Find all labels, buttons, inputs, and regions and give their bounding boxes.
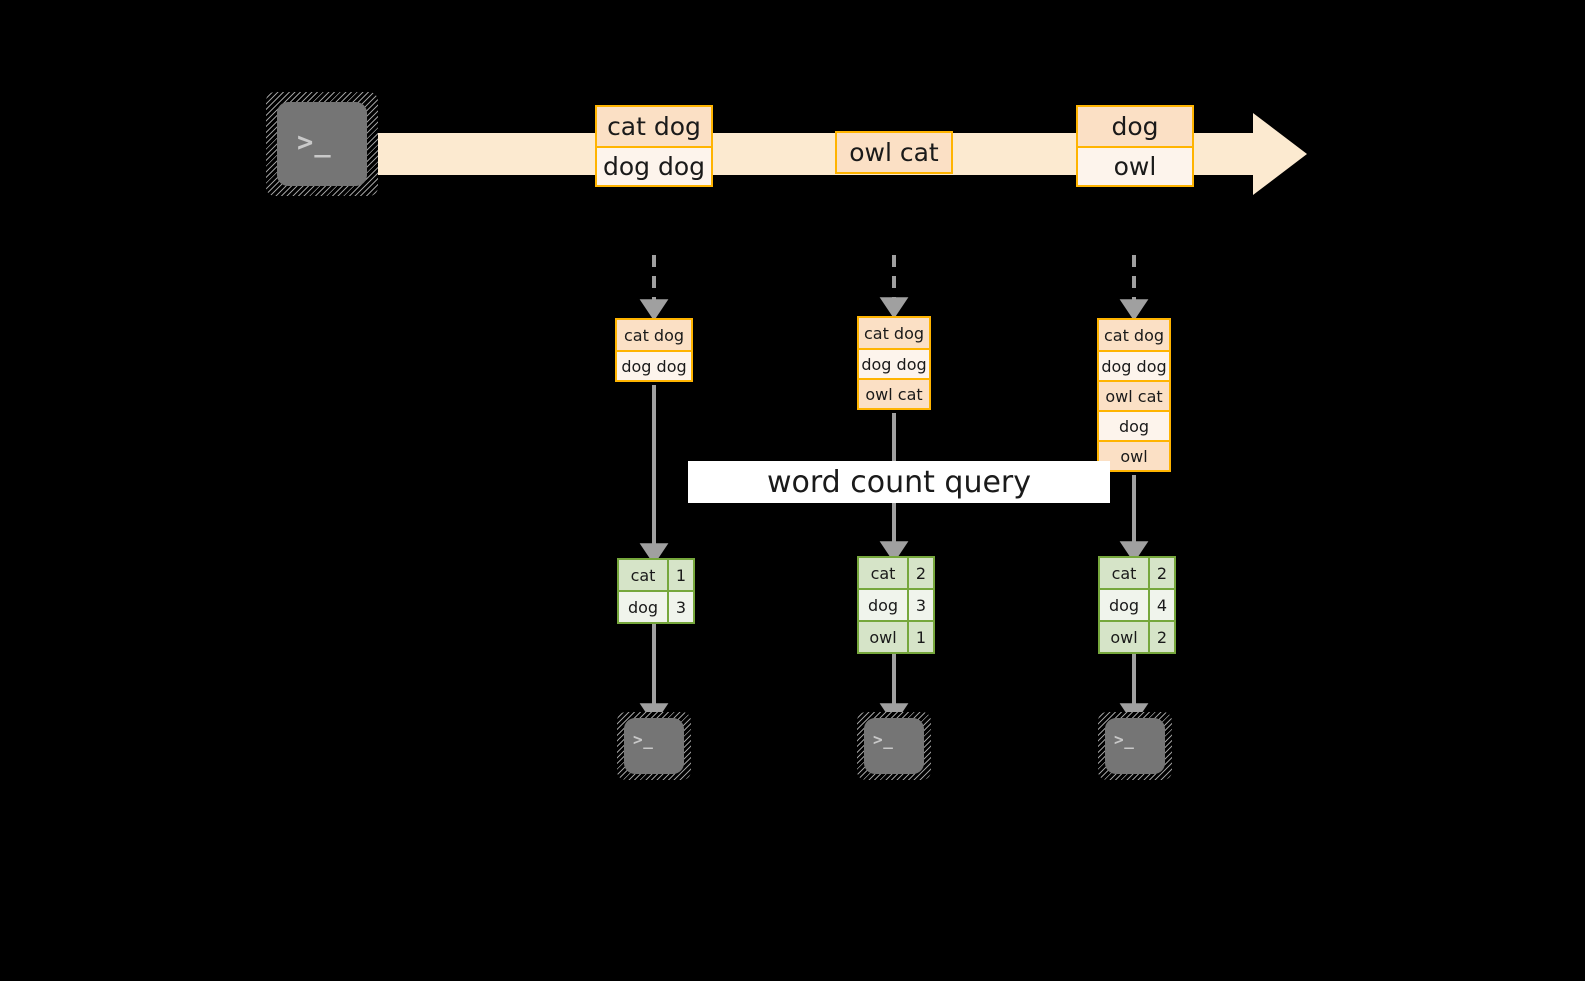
snapshot-1-input-stack[interactable]: cat dog dog dog	[615, 318, 693, 382]
stream-band	[345, 133, 1200, 175]
result-count: 1	[667, 560, 693, 590]
terminal-prompt-glyph: >_	[873, 730, 894, 749]
result-count: 2	[1148, 558, 1174, 588]
snapshot-1-result-table[interactable]: cat 1 dog 3	[617, 558, 695, 624]
result-word: dog	[619, 592, 667, 622]
result-word: cat	[1100, 558, 1148, 588]
snapshot-1-input-line-2: dog dog	[617, 350, 691, 380]
snapshot-3-input-stack[interactable]: cat dog dog dog owl cat dog owl	[1097, 318, 1171, 472]
source-terminal-icon[interactable]: >_	[266, 92, 378, 196]
snapshot-3-input-line-1: cat dog	[1099, 320, 1169, 350]
stream-event-3-line-2: owl	[1078, 146, 1192, 185]
result-word: owl	[859, 622, 907, 652]
table-row: owl 1	[859, 620, 933, 652]
result-count: 3	[667, 592, 693, 622]
stream-event-2-line-1: owl cat	[837, 133, 951, 172]
snapshot-1-input-line-1: cat dog	[617, 320, 691, 350]
terminal-body	[624, 718, 684, 774]
snapshot-3-input-line-4: dog	[1099, 410, 1169, 440]
stream-event-2[interactable]: owl cat	[835, 131, 953, 174]
result-word: cat	[619, 560, 667, 590]
result-word: dog	[1100, 590, 1148, 620]
result-word: dog	[859, 590, 907, 620]
table-row: dog 3	[859, 588, 933, 620]
snapshot-2-input-line-2: dog dog	[859, 348, 929, 378]
stream-event-3[interactable]: dog owl	[1076, 105, 1194, 187]
stream-event-1-line-2: dog dog	[597, 146, 711, 185]
table-row: owl 2	[1100, 620, 1174, 652]
table-row: cat 2	[1100, 558, 1174, 588]
table-row: dog 4	[1100, 588, 1174, 620]
snapshot-3-input-line-5: owl	[1099, 440, 1169, 470]
result-count: 3	[907, 590, 933, 620]
result-word: owl	[1100, 622, 1148, 652]
table-row: cat 2	[859, 558, 933, 588]
table-row: cat 1	[619, 560, 693, 590]
result-count: 2	[1148, 622, 1174, 652]
result-word: cat	[859, 558, 907, 588]
result-count: 2	[907, 558, 933, 588]
terminal-prompt-glyph: >_	[297, 127, 332, 158]
terminal-body	[277, 102, 367, 186]
snapshot-3-input-line-3: owl cat	[1099, 380, 1169, 410]
stream-event-1-line-1: cat dog	[597, 107, 711, 146]
table-row: dog 3	[619, 590, 693, 622]
snapshot-2-input-stack[interactable]: cat dog dog dog owl cat	[857, 316, 931, 410]
result-count: 1	[907, 622, 933, 652]
terminal-body	[864, 718, 924, 774]
snapshot-3-sink-terminal-icon[interactable]: >_	[1098, 712, 1172, 780]
snapshot-2-sink-terminal-icon[interactable]: >_	[857, 712, 931, 780]
snapshot-3-result-table[interactable]: cat 2 dog 4 owl 2	[1098, 556, 1176, 654]
stream-event-1[interactable]: cat dog dog dog	[595, 105, 713, 187]
query-label: word count query	[688, 461, 1110, 503]
snapshot-2-result-table[interactable]: cat 2 dog 3 owl 1	[857, 556, 935, 654]
stream-event-3-line-1: dog	[1078, 107, 1192, 146]
snapshot-1-sink-terminal-icon[interactable]: >_	[617, 712, 691, 780]
terminal-prompt-glyph: >_	[1114, 730, 1135, 749]
terminal-body	[1105, 718, 1165, 774]
terminal-prompt-glyph: >_	[633, 730, 654, 749]
snapshot-2-input-line-3: owl cat	[859, 378, 929, 408]
result-count: 4	[1148, 590, 1174, 620]
snapshot-3-input-line-2: dog dog	[1099, 350, 1169, 380]
snapshot-2-input-line-1: cat dog	[859, 318, 929, 348]
stream-arrowhead	[1196, 113, 1307, 195]
